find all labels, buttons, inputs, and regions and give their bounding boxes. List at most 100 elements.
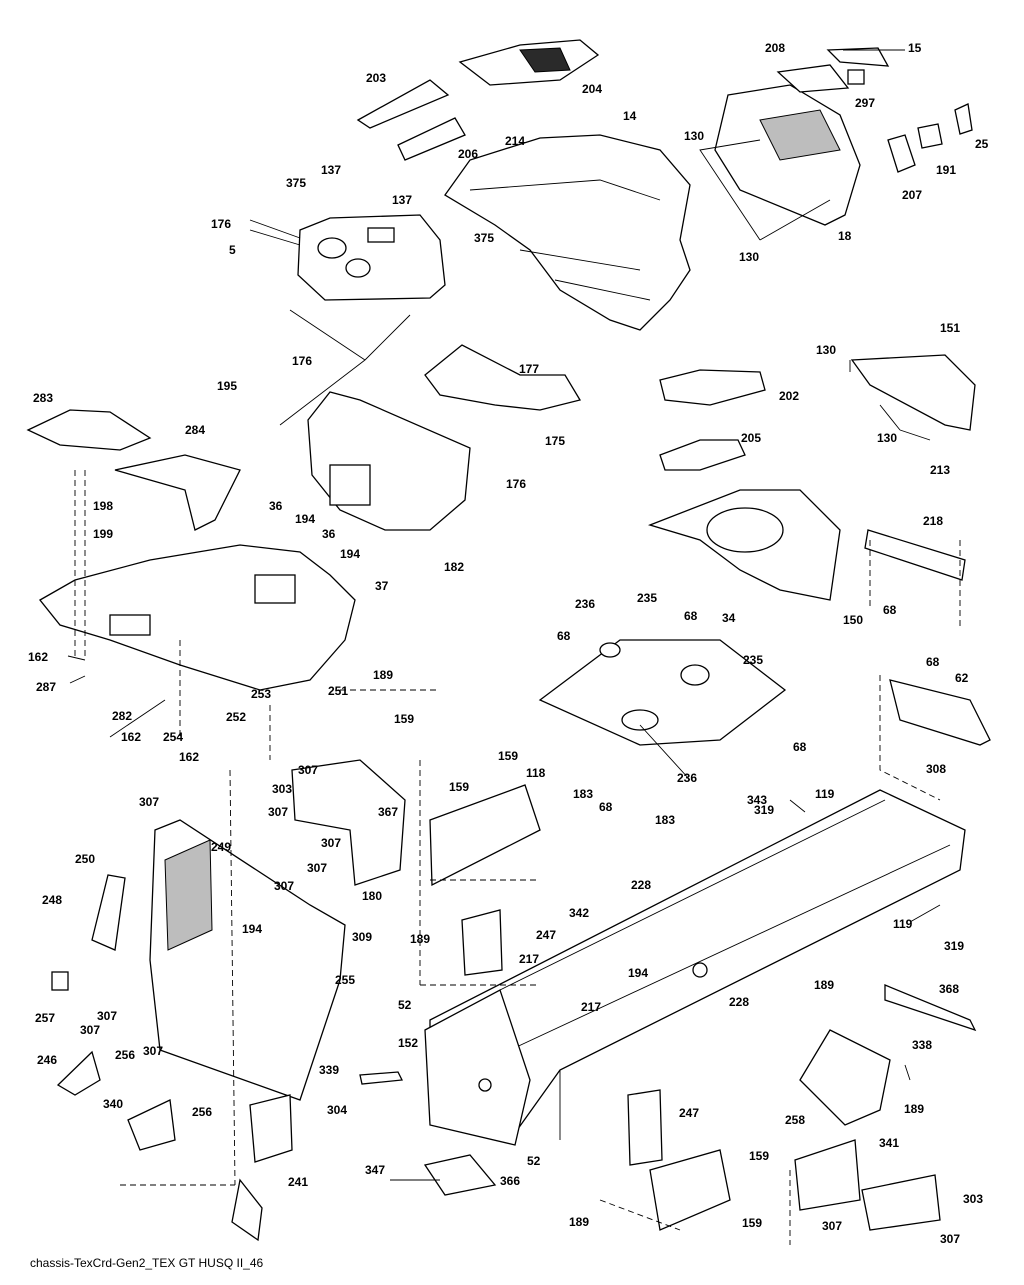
- callout-150: 150: [843, 613, 864, 627]
- bracket-366: [627, 1089, 663, 1166]
- callout-162-c: 162: [179, 750, 200, 764]
- frame-side: [424, 989, 531, 1146]
- callout-199: 199: [93, 527, 114, 541]
- callout-308-a: 307: [298, 763, 319, 777]
- callout-228-b: 228: [729, 995, 750, 1009]
- cover-182: [307, 391, 471, 531]
- callout-375-a: 375: [286, 176, 307, 190]
- lens-208: [776, 64, 850, 93]
- bracket-367: [429, 784, 541, 887]
- callout-258: 340: [103, 1097, 124, 1111]
- bracket-25: [954, 103, 973, 135]
- callout-308-h: 307: [80, 1023, 101, 1037]
- bracket-334: [889, 679, 991, 746]
- bracket-347: [423, 1154, 497, 1196]
- pan-284: [114, 454, 241, 531]
- callout-255-a: 217: [519, 952, 540, 966]
- callout-176-b: 176: [292, 354, 313, 368]
- callout-118-a: 119: [815, 787, 835, 801]
- callout-202: 202: [779, 389, 800, 403]
- callout-162-a: 162: [28, 650, 49, 664]
- callout-367: 118: [526, 766, 546, 780]
- callout-236-a: 236: [575, 597, 596, 611]
- callout-341: 241: [288, 1175, 309, 1189]
- callout-207: 207: [902, 188, 923, 202]
- callout-204: 204: [582, 82, 603, 96]
- callout-342-b: 247: [679, 1106, 700, 1120]
- callout-195: 195: [217, 379, 238, 393]
- callout-36-b: 36: [322, 527, 336, 541]
- vent-205: [659, 439, 746, 471]
- plate-340: [249, 1094, 293, 1163]
- callout-159-e: 159: [742, 1216, 763, 1230]
- bracket-218: [864, 529, 966, 581]
- callout-256-a: 52: [398, 998, 412, 1012]
- pedal-319: [91, 874, 126, 951]
- callout-203: 203: [366, 71, 387, 85]
- callout-130-bottom: 130: [739, 250, 760, 264]
- clip-297: [847, 69, 865, 85]
- callout-254: 254: [163, 730, 184, 744]
- callout-137-b: 137: [392, 193, 413, 207]
- callout-130-right: 130: [816, 343, 837, 357]
- bracket-258: [127, 1099, 176, 1151]
- bracket-304: [794, 1139, 861, 1211]
- link-217: [884, 984, 977, 1032]
- callout-235-b: 235: [743, 653, 764, 667]
- plate-34: [538, 639, 787, 746]
- callout-130-lower: 130: [877, 431, 898, 445]
- callout-198: 198: [93, 499, 114, 513]
- bracket-366b: [649, 1149, 731, 1231]
- callout-175: 175: [545, 434, 566, 448]
- callout-297: 297: [855, 96, 876, 110]
- callout-37: 37: [375, 579, 389, 593]
- bracket-342: [461, 909, 503, 976]
- callout-206: 206: [458, 147, 479, 161]
- bracket-257: [56, 1050, 101, 1096]
- callout-191: 191: [936, 163, 957, 177]
- callout-257: 246: [37, 1053, 58, 1067]
- callout-137-a: 137: [321, 163, 342, 177]
- lens-15: [826, 47, 890, 67]
- callout-347: 366: [500, 1174, 521, 1188]
- callout-68-c: 68: [926, 655, 940, 669]
- callout-194-c: 194: [242, 922, 263, 936]
- callout-25: 25: [975, 137, 989, 151]
- callout-5: 5: [229, 243, 236, 257]
- callout-189-d: 189: [904, 1102, 925, 1116]
- callout-52: 338: [912, 1038, 933, 1052]
- callout-343: 343: [747, 793, 768, 807]
- callout-152: 258: [785, 1113, 806, 1127]
- callout-68-a: 68: [684, 609, 698, 623]
- callout-119-a: 319: [754, 803, 775, 817]
- callout-183-a: 183: [573, 787, 594, 801]
- callout-340: 304: [327, 1103, 348, 1117]
- pan-283: [26, 409, 152, 451]
- callout-34: 34: [722, 611, 736, 625]
- callout-282: 282: [112, 709, 133, 723]
- callout-248: 180: [362, 889, 383, 903]
- callout-241: 347: [365, 1163, 386, 1177]
- callout-159-a: 159: [394, 712, 415, 726]
- callout-159-b: 159: [498, 749, 519, 763]
- callout-250: 249: [211, 840, 232, 854]
- callout-14: 14: [623, 109, 637, 123]
- callout-151: 151: [940, 321, 961, 335]
- callout-18: 18: [838, 229, 852, 243]
- spring-341: [231, 1178, 263, 1242]
- callout-246-b: 256: [192, 1105, 213, 1119]
- callout-308-e: 307: [307, 861, 328, 875]
- callout-218: 218: [923, 514, 944, 528]
- callout-159-c: 159: [449, 780, 470, 794]
- diagram-caption: chassis-TexCrd-Gen2_TEX GT HUSQ II_46: [30, 1256, 264, 1270]
- callout-177: 177: [519, 362, 540, 376]
- callout-252: 252: [226, 710, 247, 724]
- hood-14: [444, 134, 691, 331]
- callout-253: 253: [251, 687, 272, 701]
- callout-189-b: 189: [410, 932, 431, 946]
- bracket-151: [850, 354, 976, 431]
- pan-37: [39, 544, 356, 691]
- bracket-303: [291, 759, 406, 886]
- callout-194-a: 194: [295, 512, 316, 526]
